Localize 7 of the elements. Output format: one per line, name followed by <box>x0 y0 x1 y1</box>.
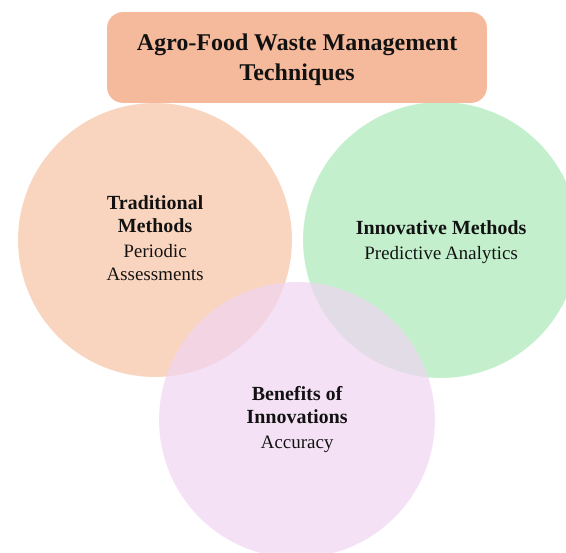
title-box: Agro-Food Waste Management Techniques <box>107 12 487 103</box>
body-text: Predictive Analytics <box>363 242 519 265</box>
body-text: Periodic Assessments <box>105 240 205 286</box>
heading-text: Innovative Methods <box>354 217 528 240</box>
body-text: Accuracy <box>260 431 334 454</box>
heading-text: Traditional Methods <box>106 192 204 238</box>
heading-text: Benefits of Innovations <box>245 383 349 429</box>
